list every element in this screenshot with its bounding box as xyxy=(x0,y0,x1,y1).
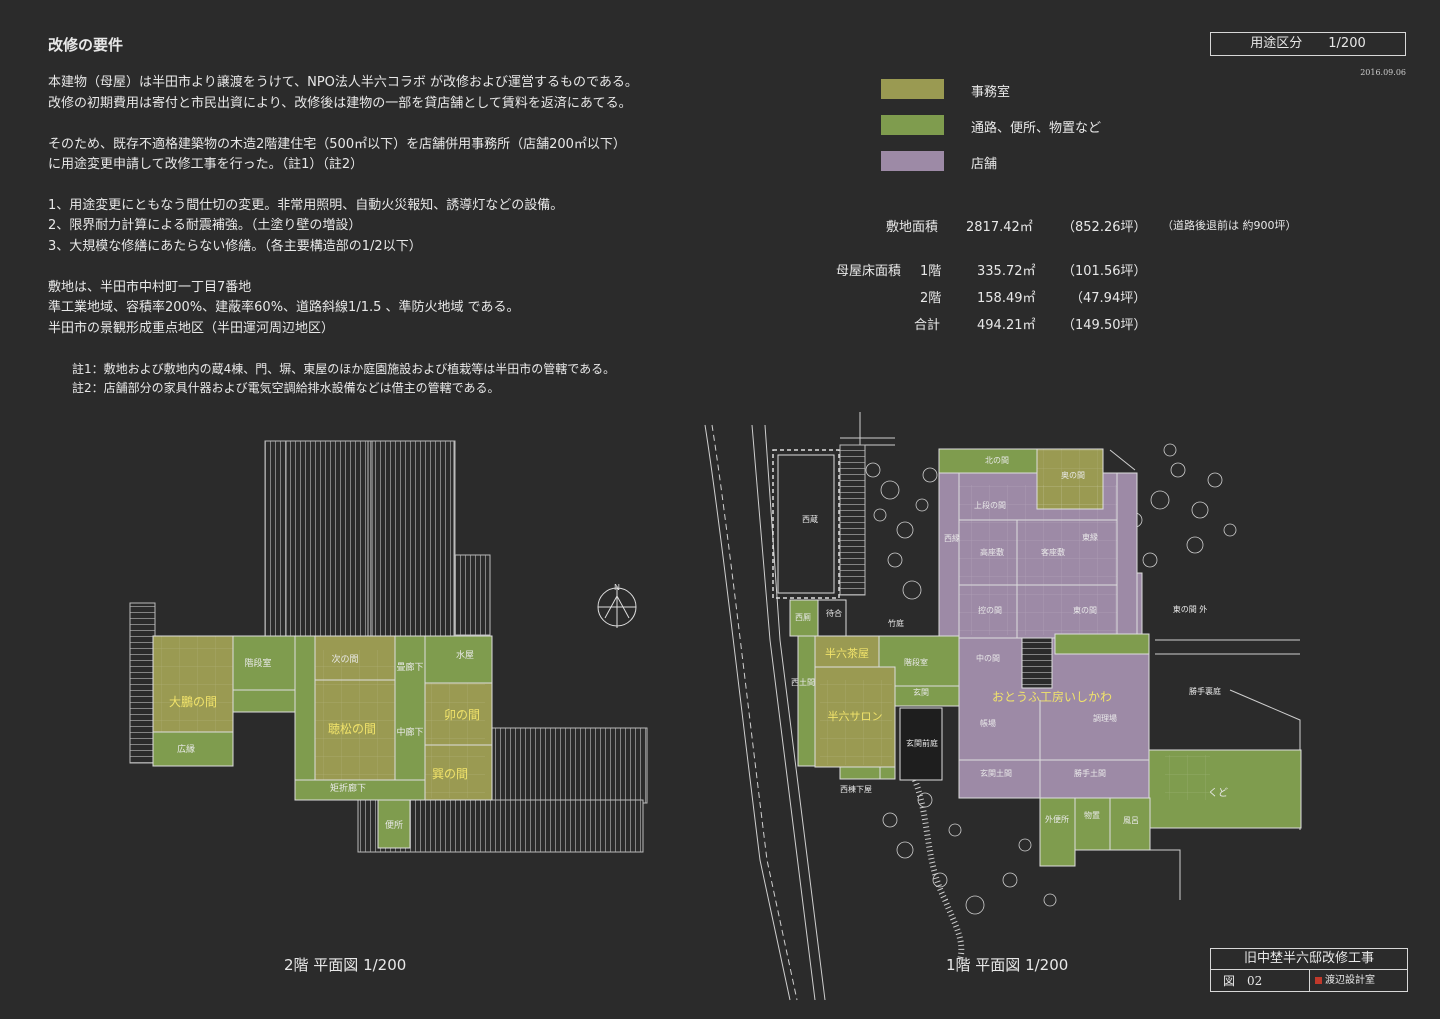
room-label: 西厠 xyxy=(795,613,811,622)
legend-swatch-office xyxy=(881,79,944,99)
legend-swatch-passage xyxy=(881,115,944,135)
usage-stamp: 用途区分 1/200 xyxy=(1210,32,1406,56)
room-label: 半六茶屋 xyxy=(825,646,869,660)
floor-area-row-value: 335.72㎡ xyxy=(977,264,1036,279)
room-label: 勝手土間 xyxy=(1074,768,1106,778)
room-label: くど xyxy=(1208,787,1228,799)
room-label: 客座敷 xyxy=(1041,547,1065,557)
room-label: 玄関土間 xyxy=(980,768,1012,778)
garden-stream xyxy=(912,778,965,961)
room-label: 階段室 xyxy=(244,657,271,669)
site-area-label: 敷地面積 xyxy=(886,220,939,235)
site-line: 準工業地域、容積率200%、建蔽率60%、道路斜線1/1.5 、準防火地域 であ… xyxy=(48,300,520,315)
room-label: 聴松の間 xyxy=(328,722,376,736)
north-label: N xyxy=(614,583,620,592)
room-label: 西縁 xyxy=(944,533,960,543)
room-label: 西蔵 xyxy=(802,514,818,524)
drawing-date: 2016.09.06 xyxy=(1360,68,1406,77)
garden-stones xyxy=(865,443,1237,915)
room-label: 大鵬の間 xyxy=(169,695,217,709)
note-line: 註2：店舗部分の家具什器および電気空調給排水設備などは借主の管轄である。 xyxy=(72,381,500,395)
room-label: 物置 xyxy=(1084,810,1100,820)
office-logo-icon xyxy=(1315,976,1322,984)
note-line: 註1：敷地および敷地内の蔵4棟、門、塀、東屋のほか庭園施設および植栽等は半田市の… xyxy=(72,362,616,376)
legend-swatch-shop xyxy=(881,151,944,171)
room-label: 調理場 xyxy=(1093,713,1117,723)
office-name-wrap: 渡辺設計室 xyxy=(1315,971,1375,991)
section-title: 改修の要件 xyxy=(48,36,124,54)
room-label: 中廊下 xyxy=(396,726,423,738)
floor-area-row-tsubo: （149.50坪） xyxy=(1062,318,1147,333)
sheet-number: 図 02 xyxy=(1223,974,1263,988)
floor-area-row-label: 2階 xyxy=(920,291,942,306)
floor-area-row-label: 合計 xyxy=(914,318,941,333)
paragraph-line: 本建物（母屋）は半田市より譲渡をうけて、NPO法人半六コラボ が改修および運営す… xyxy=(48,75,638,90)
floor-area-row-tsubo: （47.94坪） xyxy=(1070,291,1147,306)
floor-area-row-tsubo: （101.56坪） xyxy=(1062,264,1147,279)
room-label: 勝手裏庭 xyxy=(1189,686,1221,696)
floor-area-row-label: 1階 xyxy=(920,264,942,279)
project-name: 旧中埜半六邸改修工事 xyxy=(1211,949,1407,970)
room-label: 玄関前庭 xyxy=(906,738,938,748)
requirement-line: 3、大規模な修繕にあたらない修繕。（各主要構造部の1/2以下） xyxy=(48,239,422,254)
room-label: 畳廊下 xyxy=(396,661,423,673)
paragraph-line: そのため、既存不適格建築物の木造2階建住宅（500㎡以下）を店舗併用事務所（店舗… xyxy=(48,137,626,152)
room-label: 卯の間 xyxy=(444,708,480,722)
room-label: 玄関 xyxy=(913,687,929,697)
room-label: 上段の間 xyxy=(974,500,1006,510)
plan-2f-title: 2階 平面図 1/200 xyxy=(284,956,407,974)
room-label: 東の間 xyxy=(1073,605,1097,615)
title-block-divider xyxy=(1309,969,1310,991)
room-label: おとうふ工房いしかわ xyxy=(992,689,1112,704)
room-label: 水屋 xyxy=(456,649,474,661)
floor-area-label: 母屋床面積 xyxy=(836,264,902,279)
paragraph-line: 改修の初期費用は寄付と市民出資により、改修後は建物の一部を貸店舗として賃料を返済… xyxy=(48,96,632,111)
roof-2f xyxy=(129,440,648,853)
floor-area-row-value: 158.49㎡ xyxy=(977,291,1036,306)
room-label: 外便所 xyxy=(1045,814,1069,824)
room-label: 風呂 xyxy=(1123,816,1139,825)
west-storehouse xyxy=(772,444,866,599)
room-label: 中の間 xyxy=(976,653,1000,663)
room-label: 階段室 xyxy=(904,657,928,667)
plan-1f-title: 1階 平面図 1/200 xyxy=(946,956,1069,974)
legend-label-office: 事務室 xyxy=(971,85,1011,100)
legend-label-shop: 店舗 xyxy=(971,157,998,172)
floor-area-row-value: 494.21㎡ xyxy=(977,318,1036,333)
room-label: 巽の間 xyxy=(432,767,468,781)
requirement-line: 2、限界耐力計算による耐震補強。（土塗り壁の増設） xyxy=(48,218,362,233)
room-label: 西土間 xyxy=(791,677,815,687)
room-label: 竹庭 xyxy=(888,618,904,628)
room-label: 帳場 xyxy=(980,718,996,728)
room-label: 東の間 外 xyxy=(1173,604,1208,614)
room-label: 次の間 xyxy=(331,653,358,665)
site-area-tsubo: （852.26坪） xyxy=(1062,220,1147,235)
room-label: 広縁 xyxy=(177,743,195,755)
site-area-note: （道路後退前は 約900坪） xyxy=(1162,219,1297,232)
room-label: 便所 xyxy=(385,819,403,831)
room-label: 高座敷 xyxy=(980,547,1004,557)
plan-2f xyxy=(152,635,493,849)
requirement-line: 1、用途変更にともなう間仕切の変更。非常用照明、自動火災報知、誘導灯などの設備。 xyxy=(48,198,564,213)
room-label: 東縁 xyxy=(1082,532,1098,542)
plan-1f xyxy=(789,448,1302,867)
room-label: 矩折廊下 xyxy=(330,782,366,794)
site-area-value: 2817.42㎡ xyxy=(966,220,1033,235)
room-label: 半六サロン xyxy=(828,709,883,723)
office-name: 渡辺設計室 xyxy=(1325,975,1375,986)
north-arrow-icon xyxy=(597,586,637,628)
room-label: 控の間 xyxy=(978,605,1002,615)
site-line: 半田市の景観形成重点地区（半田運河周辺地区） xyxy=(48,321,335,336)
site-line: 敷地は、半田市中村町一丁目7番地 xyxy=(48,280,252,295)
paragraph-line: に用途変更申請して改修工事を行った。（註1）（註2） xyxy=(48,157,364,172)
room-label: 奥の間 xyxy=(1061,470,1085,480)
title-block: 旧中埜半六邸改修工事 図 02 渡辺設計室 xyxy=(1210,948,1408,992)
room-label: 待合 xyxy=(826,608,842,618)
legend-label-passage: 通路、便所、物置など xyxy=(971,121,1102,136)
room-label: 北の間 xyxy=(985,456,1009,465)
room-label: 西棟下屋 xyxy=(840,784,872,794)
